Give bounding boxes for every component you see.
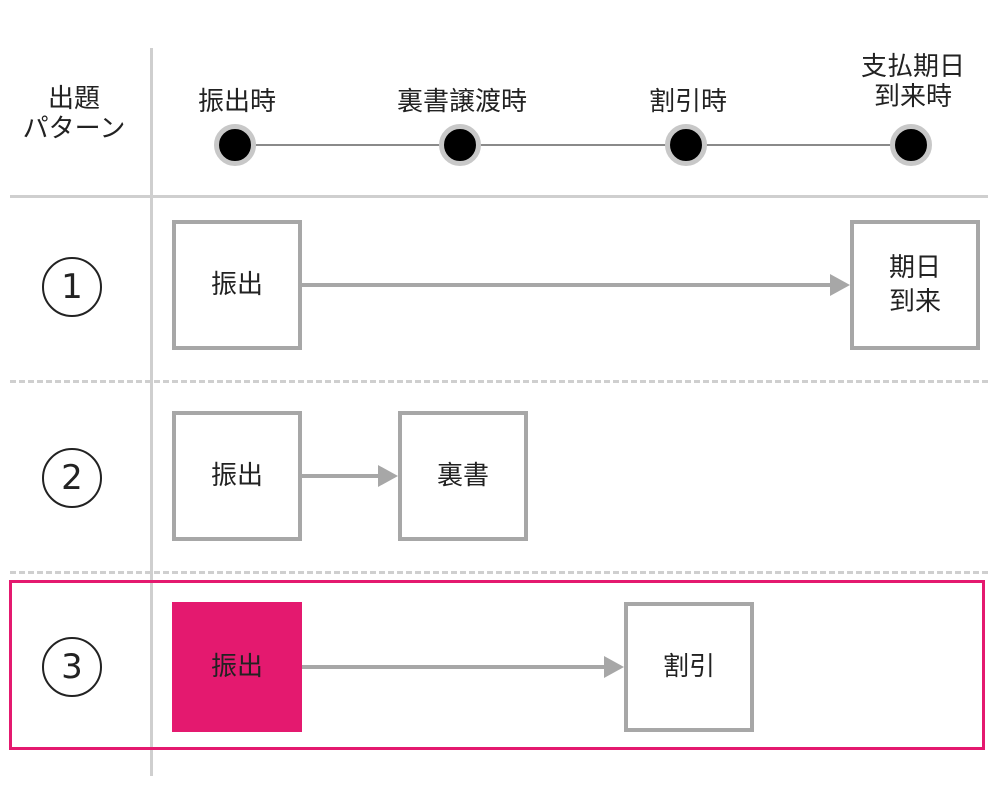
box-issue: 振出 [172, 220, 302, 350]
box-issue-highlighted: 振出 [172, 602, 302, 732]
arrow-line [302, 283, 834, 287]
pattern-header-label: 出題 パターン [22, 84, 126, 144]
pattern-number-text: 1 [61, 267, 83, 307]
timeline-label-due: 支払期日 到来時 [860, 52, 965, 112]
timeline-label-issue: 振出時 [197, 87, 276, 117]
box-due-date: 期日 到来 [850, 220, 980, 350]
timeline-label-discount: 割引時 [648, 87, 727, 117]
arrow-line [302, 474, 382, 478]
highlighted-pattern-frame [9, 580, 985, 750]
timeline-dot-discount [665, 124, 707, 166]
row-divider-2 [10, 571, 988, 574]
pattern-number-text: 2 [61, 458, 83, 498]
timeline-label-endorse: 裏書譲渡時 [396, 87, 527, 117]
box-discount: 割引 [624, 602, 754, 732]
box-issue: 振出 [172, 411, 302, 541]
timeline-dot-issue [214, 124, 256, 166]
timeline-dot-due [890, 124, 932, 166]
row-divider-1 [10, 380, 988, 383]
arrow-head-icon [378, 465, 398, 487]
pattern-number-2: 2 [42, 448, 102, 508]
arrow-head-icon [604, 656, 624, 678]
arrow-head-icon [830, 274, 850, 296]
timeline-line [237, 144, 917, 146]
arrow-line [302, 665, 608, 669]
pattern-number-3: 3 [42, 637, 102, 697]
column-divider [150, 48, 153, 776]
pattern-number-text: 3 [61, 647, 83, 687]
pattern-number-1: 1 [42, 257, 102, 317]
timeline-dot-endorse [439, 124, 481, 166]
header-divider [10, 195, 988, 198]
box-endorse: 裏書 [398, 411, 528, 541]
